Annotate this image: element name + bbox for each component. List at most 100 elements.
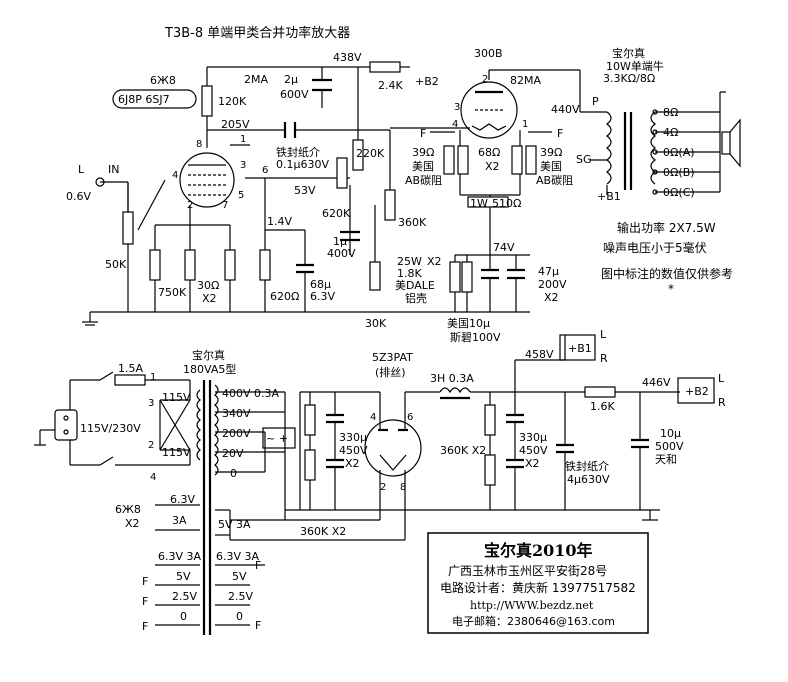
svg-text:25W: 25W bbox=[397, 255, 422, 268]
screen-cap-1u: 1μ 400V bbox=[327, 230, 360, 260]
svg-text:330μ: 330μ bbox=[519, 431, 547, 444]
svg-text:F: F bbox=[142, 595, 148, 608]
svg-text:http://WWW.bezdz.net: http://WWW.bezdz.net bbox=[470, 599, 594, 612]
svg-text:AB碳阻: AB碳阻 bbox=[536, 173, 573, 187]
svg-text:620Ω: 620Ω bbox=[270, 290, 299, 303]
svg-text:39Ω: 39Ω bbox=[540, 146, 562, 159]
svg-text:1μ: 1μ bbox=[333, 235, 347, 248]
svg-text:200V: 200V bbox=[538, 278, 567, 291]
svg-text:20V: 20V bbox=[222, 447, 244, 460]
svg-text:1: 1 bbox=[522, 119, 528, 130]
svg-text:+B1: +B1 bbox=[568, 342, 592, 355]
svg-text:400V: 400V bbox=[327, 247, 356, 260]
svg-text:5Z3PAT: 5Z3PAT bbox=[372, 351, 413, 364]
output-cathode-network: 25W 1.8K X2 美DALE 铝壳 47μ 200V X2 美国10μ 斯… bbox=[395, 255, 567, 344]
svg-text:1.5A: 1.5A bbox=[118, 362, 143, 375]
input-jack: L IN 0.6V 50K bbox=[66, 163, 134, 271]
svg-text:6.3V 3A: 6.3V 3A bbox=[216, 550, 260, 563]
svg-text:500V: 500V bbox=[655, 440, 684, 453]
svg-text:4: 4 bbox=[452, 119, 458, 130]
svg-text:铁封纸介: 铁封纸介 bbox=[565, 459, 609, 473]
svg-text:X2: X2 bbox=[202, 292, 217, 305]
svg-text:2: 2 bbox=[380, 482, 386, 493]
svg-text:82MA: 82MA bbox=[510, 74, 541, 87]
svg-text:F: F bbox=[255, 559, 261, 572]
svg-text:电路设计者：黄庆新 13977517582: 电路设计者：黄庆新 13977517582 bbox=[440, 580, 636, 595]
svg-text:8Ω: 8Ω bbox=[663, 106, 678, 119]
svg-text:510Ω: 510Ω bbox=[492, 197, 521, 210]
cathode-resistors: 750K 30Ω X2 620Ω 68μ 6.3V bbox=[149, 249, 335, 312]
b-plus-outputs: 458V +B1 L R 1.6K 446V +B2 L R 10μ 500V … bbox=[525, 328, 726, 466]
svg-text:1.6K: 1.6K bbox=[590, 400, 615, 413]
svg-text:2μ: 2μ bbox=[284, 73, 298, 86]
svg-text:F: F bbox=[420, 127, 426, 140]
resistor-30k: 30K bbox=[365, 261, 387, 330]
svg-text:R: R bbox=[718, 396, 726, 409]
svg-text:2: 2 bbox=[148, 440, 154, 451]
svg-text:铝壳: 铝壳 bbox=[405, 291, 427, 305]
spec-notes: 输出功率 2X7.5W 噪声电压小于5毫伏 图中标注的数值仅供参考 * bbox=[601, 220, 733, 296]
svg-text:6.3V: 6.3V bbox=[170, 493, 195, 506]
svg-text:F: F bbox=[142, 575, 148, 588]
svg-text:3.3KΩ/8Ω: 3.3KΩ/8Ω bbox=[603, 72, 655, 85]
svg-text:4μ630V: 4μ630V bbox=[567, 473, 610, 486]
svg-text:X2: X2 bbox=[485, 160, 500, 173]
decoupling-cap-2u: 2μ 600V bbox=[280, 73, 332, 108]
svg-text:0.6V: 0.6V bbox=[66, 190, 91, 203]
svg-text:*: * bbox=[668, 282, 674, 296]
svg-text:6Ж8: 6Ж8 bbox=[150, 74, 176, 87]
svg-text:F: F bbox=[255, 619, 261, 632]
svg-text:+B2: +B2 bbox=[415, 75, 439, 88]
hv-filter-1: 330μ 450V X2 360K X2 bbox=[300, 404, 368, 538]
svg-text:30Ω: 30Ω bbox=[197, 279, 219, 292]
svg-text:铁封纸介: 铁封纸介 bbox=[276, 145, 320, 159]
svg-text:X2: X2 bbox=[427, 255, 442, 268]
svg-text:1: 1 bbox=[240, 134, 246, 145]
svg-text:2.5V: 2.5V bbox=[228, 590, 253, 603]
svg-text:446V: 446V bbox=[642, 376, 671, 389]
svg-text:115V: 115V bbox=[162, 391, 191, 404]
bridge-rectifier: ~ + bbox=[262, 427, 296, 449]
svg-text:458V: 458V bbox=[525, 348, 554, 361]
svg-text:F: F bbox=[557, 127, 563, 140]
svg-text:美国: 美国 bbox=[540, 160, 562, 173]
filter-choke: 3H 0.3A bbox=[430, 372, 474, 400]
svg-text:1W: 1W bbox=[470, 197, 488, 210]
svg-text:4: 4 bbox=[172, 170, 178, 181]
svg-text:68Ω: 68Ω bbox=[478, 146, 500, 159]
svg-text:宝尔真: 宝尔真 bbox=[192, 348, 225, 362]
svg-text:4: 4 bbox=[150, 472, 156, 483]
svg-text:6.3V 3A: 6.3V 3A bbox=[158, 550, 202, 563]
svg-text:斯碧100V: 斯碧100V bbox=[450, 331, 501, 344]
svg-text:图中标注的数值仅供参考: 图中标注的数值仅供参考 bbox=[601, 266, 733, 281]
svg-text:6: 6 bbox=[407, 412, 413, 423]
mains-input: 1.5A 115V/230V 115V 115V 1 3 2 4 bbox=[54, 362, 191, 483]
svg-text:205V: 205V bbox=[221, 118, 250, 131]
svg-text:P: P bbox=[592, 95, 599, 108]
output-tube-300b: 300B 2 3 4 1 F F bbox=[420, 47, 563, 140]
svg-text:8: 8 bbox=[400, 482, 406, 493]
svg-text:AB碳阻: AB碳阻 bbox=[405, 173, 442, 187]
svg-text:宝尔真: 宝尔真 bbox=[612, 46, 645, 60]
grid-resistor-220k: 220K 620K bbox=[322, 139, 385, 220]
svg-text:2: 2 bbox=[187, 200, 193, 211]
svg-text:47μ: 47μ bbox=[538, 265, 559, 278]
svg-text:电子邮箱：2380646@163.com: 电子邮箱：2380646@163.com bbox=[452, 614, 615, 628]
svg-text:5V 3A: 5V 3A bbox=[218, 518, 251, 531]
svg-text:L: L bbox=[718, 372, 725, 385]
svg-text:美国10μ: 美国10μ bbox=[447, 317, 490, 330]
svg-text:620K: 620K bbox=[322, 207, 351, 220]
svg-text:340V: 340V bbox=[222, 407, 251, 420]
svg-text:1.8K: 1.8K bbox=[397, 267, 422, 280]
svg-text:0Ω(A): 0Ω(A) bbox=[663, 146, 695, 159]
svg-text:750K: 750K bbox=[158, 286, 187, 299]
svg-text:438V: 438V bbox=[333, 51, 362, 64]
svg-text:330μ: 330μ bbox=[339, 431, 367, 444]
svg-text:3: 3 bbox=[454, 102, 460, 113]
svg-text:SG: SG bbox=[576, 153, 592, 166]
svg-text:3: 3 bbox=[240, 160, 246, 171]
svg-text:180VA5型: 180VA5型 bbox=[183, 362, 236, 376]
svg-text:1: 1 bbox=[150, 372, 156, 383]
svg-text:(排丝): (排丝) bbox=[375, 365, 406, 379]
